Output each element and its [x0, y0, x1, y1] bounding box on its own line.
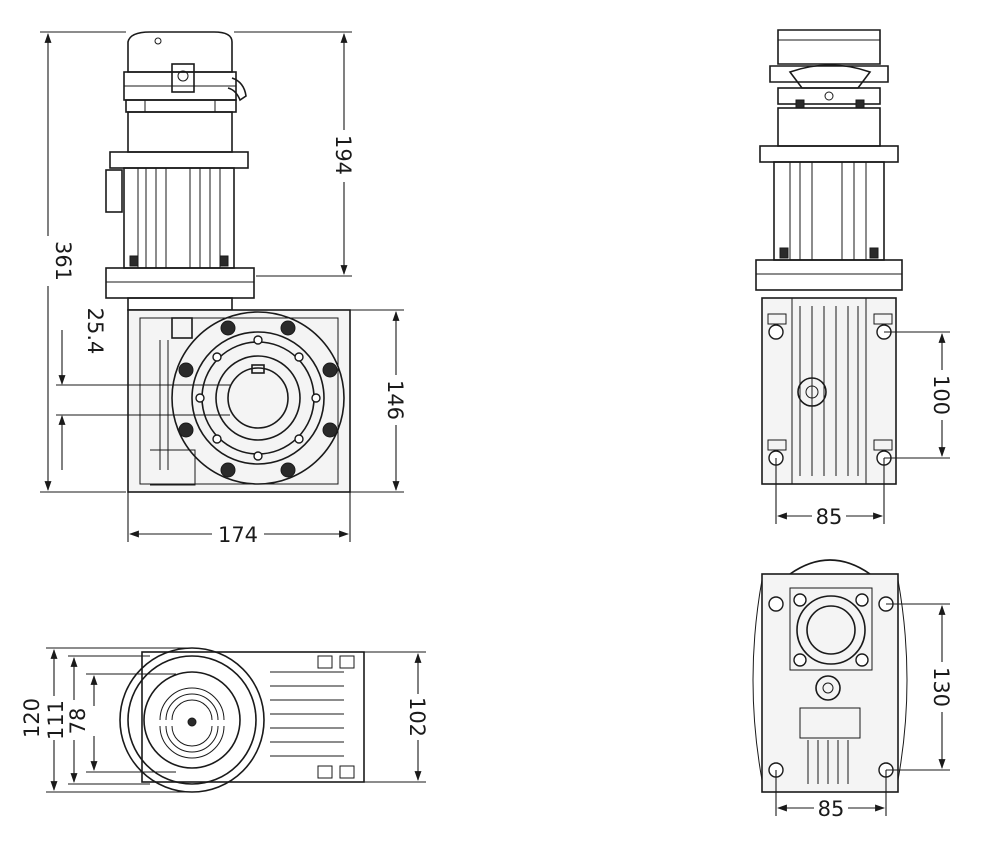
dim-side-hole-spacing: 100 — [929, 375, 953, 415]
top-view — [119, 647, 365, 793]
front-view — [105, 31, 351, 493]
dim-top-length: 102 — [405, 697, 429, 737]
dim-top-width-outer: 120 — [20, 698, 44, 738]
dim-top-width-inner: 78 — [66, 708, 90, 735]
dim-housing-width: 174 — [218, 523, 258, 547]
top-view-dimensions — [46, 647, 426, 793]
side-view — [755, 29, 903, 485]
side-view-dimensions — [775, 331, 950, 524]
bottom-view — [752, 559, 908, 793]
dim-top-width-mid: 111 — [44, 700, 68, 740]
dim-bottom-width: 85 — [818, 797, 845, 821]
dim-shaft-offset: 25.4 — [83, 308, 107, 355]
dim-overall-height: 361 — [51, 241, 75, 281]
dim-side-width: 85 — [816, 505, 843, 529]
dim-bottom-hole-spacing: 130 — [929, 667, 953, 707]
dim-motor-height: 194 — [331, 135, 355, 175]
dim-housing-height: 146 — [383, 380, 407, 420]
